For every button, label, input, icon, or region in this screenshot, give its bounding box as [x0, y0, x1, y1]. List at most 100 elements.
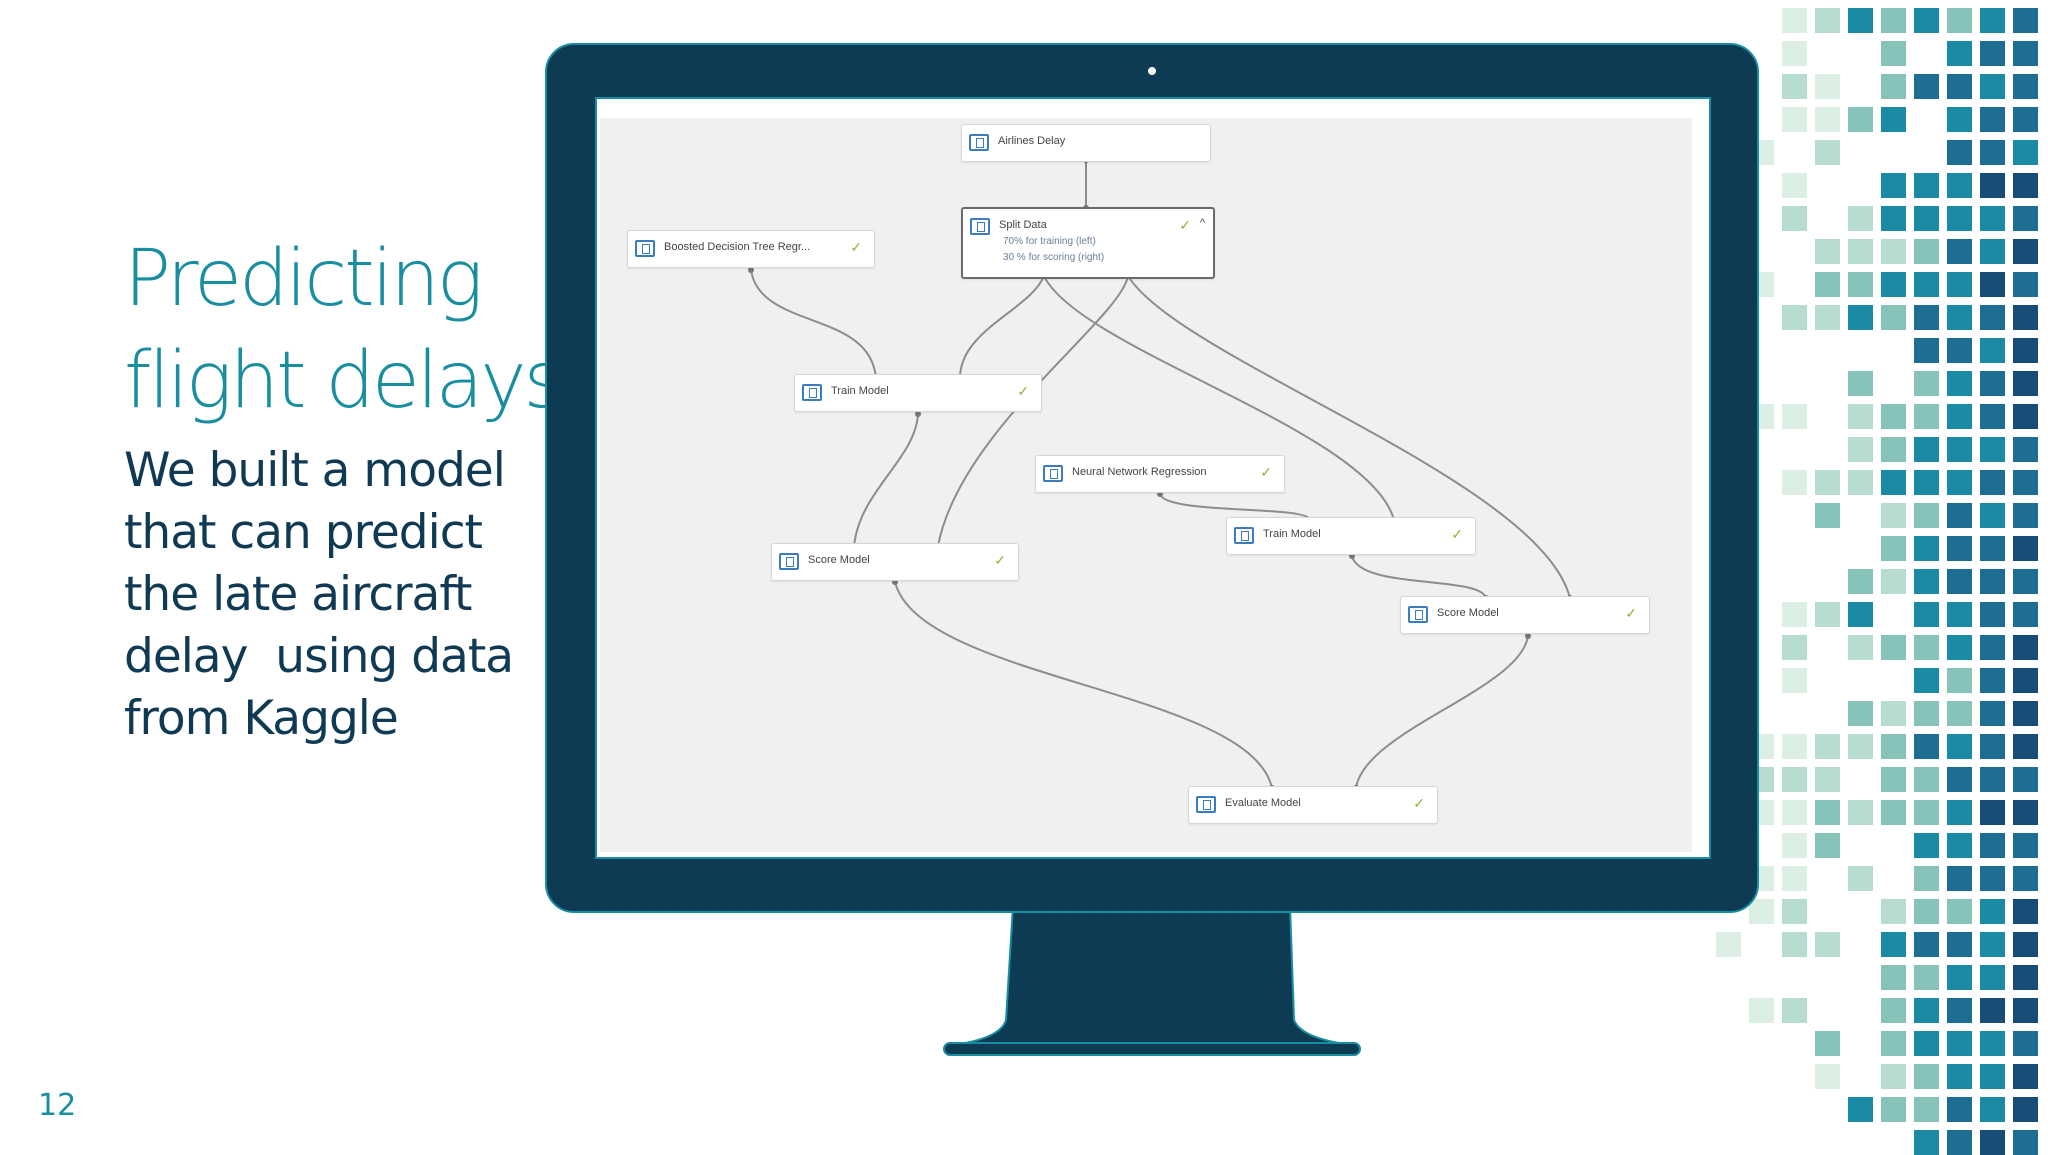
- mosaic-tile: [1980, 833, 2005, 858]
- mosaic-tile: [1749, 899, 1774, 924]
- mosaic-tile: [2013, 239, 2038, 264]
- mosaic-tile: [1914, 899, 1939, 924]
- mosaic-tile: [1980, 965, 2005, 990]
- mosaic-tile: [1815, 1064, 1840, 1089]
- workflow-node-boosted-decision-tree[interactable]: Boosted Decision Tree Regr... ✓: [627, 230, 875, 268]
- mosaic-tile: [2013, 734, 2038, 759]
- node-label: Evaluate Model: [1225, 797, 1301, 809]
- mosaic-tile: [2013, 1097, 2038, 1122]
- mosaic-tile: [1848, 305, 1873, 330]
- mosaic-tile: [2013, 107, 2038, 132]
- workflow-node-score-model-1[interactable]: Score Model ✓: [771, 543, 1019, 581]
- mosaic-tile: [1815, 239, 1840, 264]
- mosaic-tile: [2013, 437, 2038, 462]
- mosaic-tile: [1815, 602, 1840, 627]
- mosaic-tile: [1815, 272, 1840, 297]
- mosaic-tile: [1881, 569, 1906, 594]
- mosaic-tile: [1947, 833, 1972, 858]
- mosaic-tile: [1881, 8, 1906, 33]
- mosaic-tile: [1947, 536, 1972, 561]
- title-line-1: Predicting: [124, 234, 484, 324]
- mosaic-tile: [1947, 140, 1972, 165]
- mosaic-tile: [1815, 503, 1840, 528]
- workflow-node-score-model-2[interactable]: Score Model ✓: [1400, 596, 1650, 634]
- mosaic-tile: [1782, 998, 1807, 1023]
- mosaic-tile: [1881, 437, 1906, 462]
- mosaic-tile: [2013, 8, 2038, 33]
- mosaic-tile: [1914, 206, 1939, 231]
- mosaic-tile: [1914, 1064, 1939, 1089]
- mosaic-tile: [1782, 470, 1807, 495]
- title-line-2: flight delays: [124, 336, 564, 426]
- mosaic-tile: [1881, 998, 1906, 1023]
- mosaic-tile: [1980, 371, 2005, 396]
- mosaic-tile: [1947, 371, 1972, 396]
- split-data-icon: [970, 218, 990, 235]
- mosaic-tile: [1881, 1031, 1906, 1056]
- model-icon: [802, 384, 822, 401]
- mosaic-tile: [1782, 932, 1807, 957]
- mosaic-tile: [1848, 734, 1873, 759]
- workflow-node-split-data[interactable]: Split Data 70% for training (left) 30 % …: [961, 207, 1215, 279]
- mosaic-tile: [1848, 1097, 1873, 1122]
- page-number: 12: [38, 1088, 77, 1123]
- mosaic-tile: [2013, 1064, 2038, 1089]
- body-line-3: the late aircraft: [124, 567, 472, 622]
- mosaic-tile: [1947, 701, 1972, 726]
- mosaic-tile: [1848, 470, 1873, 495]
- mosaic-tile: [2013, 1130, 2038, 1155]
- mosaic-tile: [1815, 8, 1840, 33]
- mosaic-tile: [1980, 338, 2005, 363]
- mosaic-tile: [1914, 338, 1939, 363]
- mosaic-tile: [1881, 1064, 1906, 1089]
- workflow-node-neural-network[interactable]: Neural Network Regression ✓: [1035, 455, 1285, 493]
- mosaic-tile: [1980, 404, 2005, 429]
- model-icon: [1408, 606, 1428, 623]
- mosaic-tile: [1980, 206, 2005, 231]
- mosaic-tile: [1881, 173, 1906, 198]
- mosaic-tile: [1947, 206, 1972, 231]
- webcam-dot: [1148, 67, 1156, 75]
- mosaic-tile: [1980, 734, 2005, 759]
- mosaic-tile: [1782, 404, 1807, 429]
- mosaic-tile: [1815, 800, 1840, 825]
- mosaic-tile: [1914, 1097, 1939, 1122]
- mosaic-tile: [1881, 965, 1906, 990]
- mosaic-tile: [2013, 470, 2038, 495]
- mosaic-tile: [1914, 272, 1939, 297]
- mosaic-tile: [1980, 1097, 2005, 1122]
- mosaic-tile: [1980, 8, 2005, 33]
- workflow-node-evaluate-model[interactable]: Evaluate Model ✓: [1188, 786, 1438, 824]
- mosaic-tile: [1914, 173, 1939, 198]
- check-icon: ✓: [1017, 383, 1029, 399]
- mosaic-tile: [1980, 1031, 2005, 1056]
- collapse-caret-icon[interactable]: ^: [1199, 217, 1205, 229]
- model-icon: [779, 553, 799, 570]
- split-caption-scoring: 30 % for scoring (right): [1003, 252, 1105, 263]
- workflow-node-train-model-2[interactable]: Train Model ✓: [1226, 517, 1476, 555]
- mosaic-tile: [2013, 1031, 2038, 1056]
- mosaic-tile: [2013, 668, 2038, 693]
- dataset-icon: [969, 134, 989, 151]
- mosaic-tile: [1815, 767, 1840, 792]
- check-icon: ✓: [1413, 795, 1425, 811]
- mosaic-tile: [1980, 140, 2005, 165]
- mosaic-tile: [1980, 305, 2005, 330]
- edge-split-train2: [1043, 275, 1395, 521]
- mosaic-tile: [1881, 800, 1906, 825]
- mosaic-tile: [1881, 536, 1906, 561]
- mosaic-tile: [1947, 734, 1972, 759]
- mosaic-tile: [1782, 767, 1807, 792]
- mosaic-tile: [1914, 866, 1939, 891]
- workflow-node-airlines-delay[interactable]: Airlines Delay: [961, 124, 1211, 162]
- mosaic-tile: [1782, 206, 1807, 231]
- workflow-node-train-model-1[interactable]: Train Model ✓: [794, 374, 1042, 412]
- mosaic-tile: [1980, 272, 2005, 297]
- mosaic-tile: [1881, 470, 1906, 495]
- mosaic-tile: [1881, 107, 1906, 132]
- mosaic-tile: [1848, 206, 1873, 231]
- mosaic-tile: [1947, 404, 1972, 429]
- mosaic-tile: [1782, 305, 1807, 330]
- mosaic-tile: [1980, 602, 2005, 627]
